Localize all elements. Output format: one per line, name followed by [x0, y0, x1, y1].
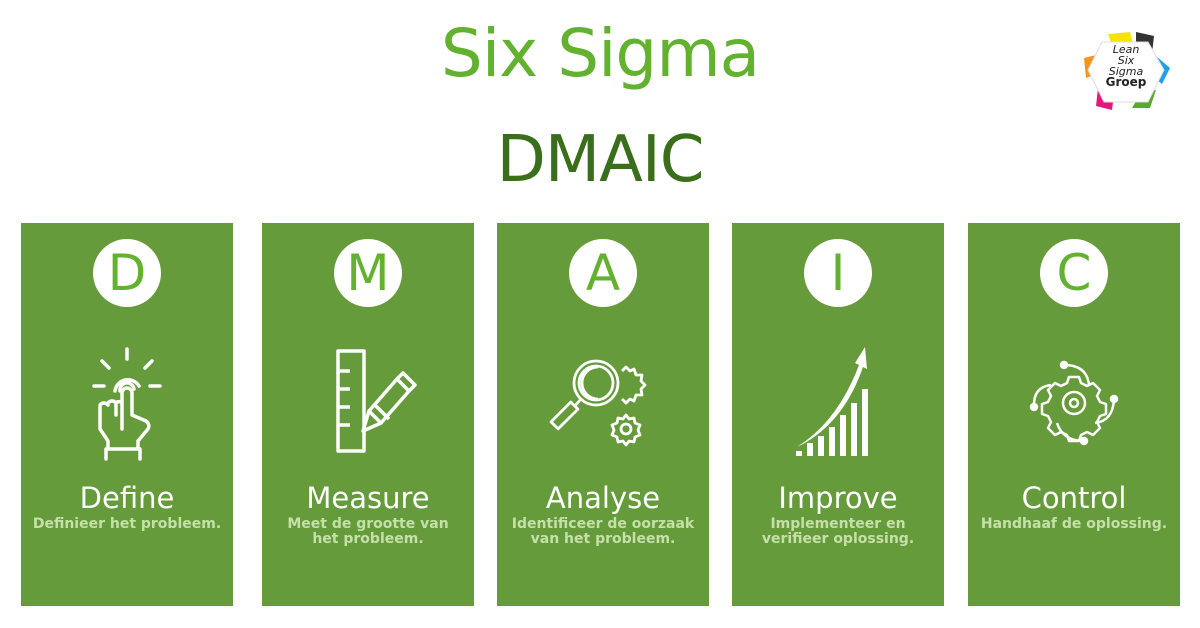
phase-card-analyse: A Analyse Identificeer de oorzaak van he… — [497, 223, 709, 606]
phase-card-measure: M Measure Meet de grootte van het proble… — [262, 223, 474, 606]
logo-line-six: Six — [1117, 54, 1135, 67]
logo-line-sigma: Sigma — [1108, 65, 1144, 78]
page-title: Six Sigma — [440, 15, 760, 92]
phase-card-define: D Define Definieer het probleem. — [21, 223, 233, 606]
phase-card-improve: I Improve Implementeer en verifieer oplo… — [732, 223, 944, 606]
phase-description: Handhaaf de oplossing. — [980, 516, 1168, 532]
growth-chart-icon — [783, 341, 893, 461]
phase-name: Control — [1021, 481, 1127, 515]
magnifier-gears-icon — [548, 341, 658, 461]
phase-card-control: C Control Handhaaf de oplossing. — [968, 223, 1180, 606]
phase-description: Meet de grootte van het probleem. — [287, 516, 449, 547]
logo-flower-icon — [1084, 32, 1170, 110]
page-subtitle: DMAIC — [496, 123, 705, 197]
phase-name: Improve — [778, 481, 898, 515]
phase-letter-badge: A — [569, 239, 637, 307]
phase-letter-badge: I — [804, 239, 872, 307]
phase-name: Define — [79, 481, 175, 515]
logo-line-groep: Groep — [1105, 75, 1147, 89]
phase-letter-badge: D — [93, 239, 161, 307]
phase-name: Measure — [306, 481, 430, 515]
phase-description: Implementeer en verifieer oplossing. — [761, 516, 915, 547]
lean-six-sigma-groep-logo: Lean Six Sigma Groep — [1078, 28, 1174, 112]
hand-tap-icon — [72, 341, 182, 461]
ruler-pencil-icon — [313, 341, 423, 461]
phase-description: Identificeer de oorzaak van het probleem… — [511, 516, 695, 547]
logo-line-lean: Lean — [1112, 43, 1140, 56]
phase-letter-badge: M — [334, 239, 402, 307]
gear-control-icon — [1019, 341, 1129, 461]
phase-letter-badge: C — [1040, 239, 1108, 307]
phase-description: Definieer het probleem. — [32, 516, 222, 532]
phase-name: Analyse — [545, 481, 661, 515]
